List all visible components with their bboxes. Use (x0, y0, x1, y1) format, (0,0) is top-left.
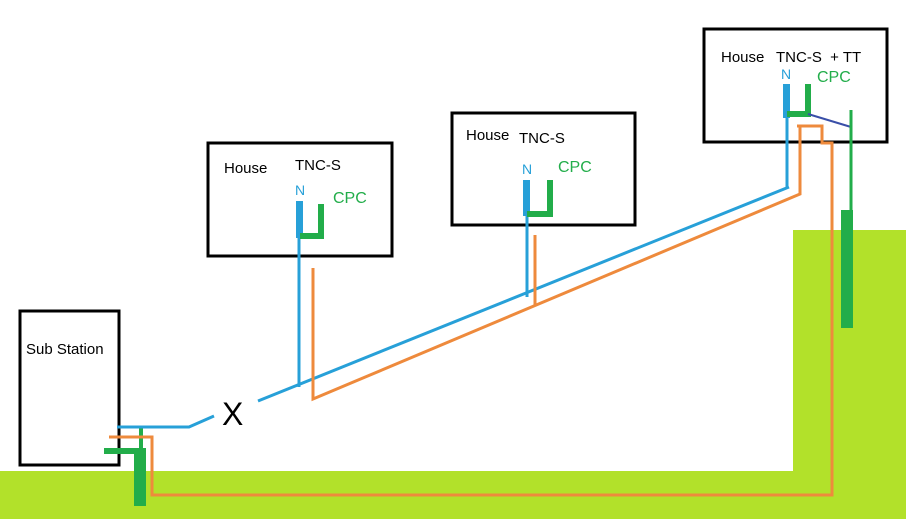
house-2-title: House (466, 127, 509, 144)
house-2-cpc-label: CPC (558, 159, 592, 176)
house-2-system: TNC-S (519, 130, 565, 147)
house-2-cpc (527, 180, 553, 217)
house-3-cpc-label: CPC (817, 69, 851, 86)
house-earth-link (311, 126, 802, 402)
house-1-neutral-bar (296, 201, 303, 238)
house-3-title: House (721, 49, 764, 66)
substation-box (18, 309, 121, 467)
house-1-title: House (224, 160, 267, 177)
house-3-system: TNC-S + TT (776, 49, 861, 66)
house-3-cpc (787, 84, 811, 117)
house-2-n-label: N (522, 161, 532, 177)
house-1-cpc (300, 204, 324, 239)
main-neutral-segment-1 (117, 414, 215, 429)
main-earth-return (109, 181, 834, 497)
break-marker: X (222, 396, 243, 432)
house-3-box (702, 27, 889, 144)
house-1-n-label: N (295, 182, 305, 198)
house-2-box (450, 111, 637, 227)
house-3-earth-hook (797, 124, 834, 181)
substation-label: Sub Station (26, 341, 104, 358)
house-1-system: TNC-S (295, 157, 341, 174)
house-3-n-label: N (781, 66, 791, 82)
house-3-tt-link (807, 113, 852, 128)
house-1-cpc-label: CPC (333, 190, 367, 207)
main-neutral-segment-2 (257, 185, 790, 403)
ground-area (0, 230, 906, 519)
house-3-neutral-bar (783, 84, 790, 118)
house-2-neutral-bar (523, 180, 530, 216)
